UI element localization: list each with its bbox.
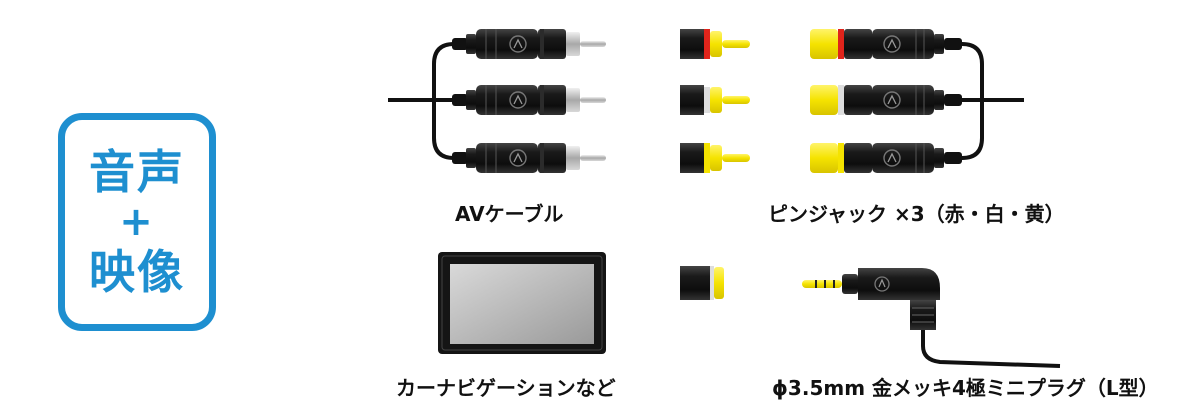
monitor-icon	[438, 252, 606, 354]
audio-video-badge: 音声 + 映像	[58, 113, 216, 331]
rca-plug-icon	[451, 84, 607, 116]
pin-jack-caption: ピンジャック ×3（赤・白・黄）	[768, 202, 1065, 226]
rca-plug-icon	[451, 28, 607, 60]
rca-plug-with-adapter-icon	[809, 28, 963, 60]
av-cable-illustration	[388, 28, 607, 174]
badge-audio-label: 音声	[89, 145, 185, 199]
pin-jack-adapters	[680, 29, 750, 173]
av-cable-caption: AVケーブル	[455, 202, 564, 226]
car-navigation-caption: カーナビゲーションなど	[396, 376, 616, 400]
badge-plus-label: +	[119, 199, 155, 245]
rca-with-adapters-illustration	[809, 28, 1024, 174]
small-adapter-icon	[680, 266, 724, 300]
pin-jack-adapter-icon	[680, 85, 750, 115]
pin-jack-adapter-icon	[680, 143, 750, 173]
rca-plug-with-adapter-icon	[809, 84, 963, 116]
rca-plug-icon	[451, 142, 607, 174]
mini-plug-l-icon	[802, 268, 1061, 368]
mini-plug-caption: ϕ3.5mm 金メッキ4極ミニプラグ（L型）	[772, 376, 1159, 400]
badge-video-label: 映像	[89, 245, 185, 299]
pin-jack-adapter-icon	[680, 29, 750, 59]
rca-plug-with-adapter-icon	[809, 142, 963, 174]
